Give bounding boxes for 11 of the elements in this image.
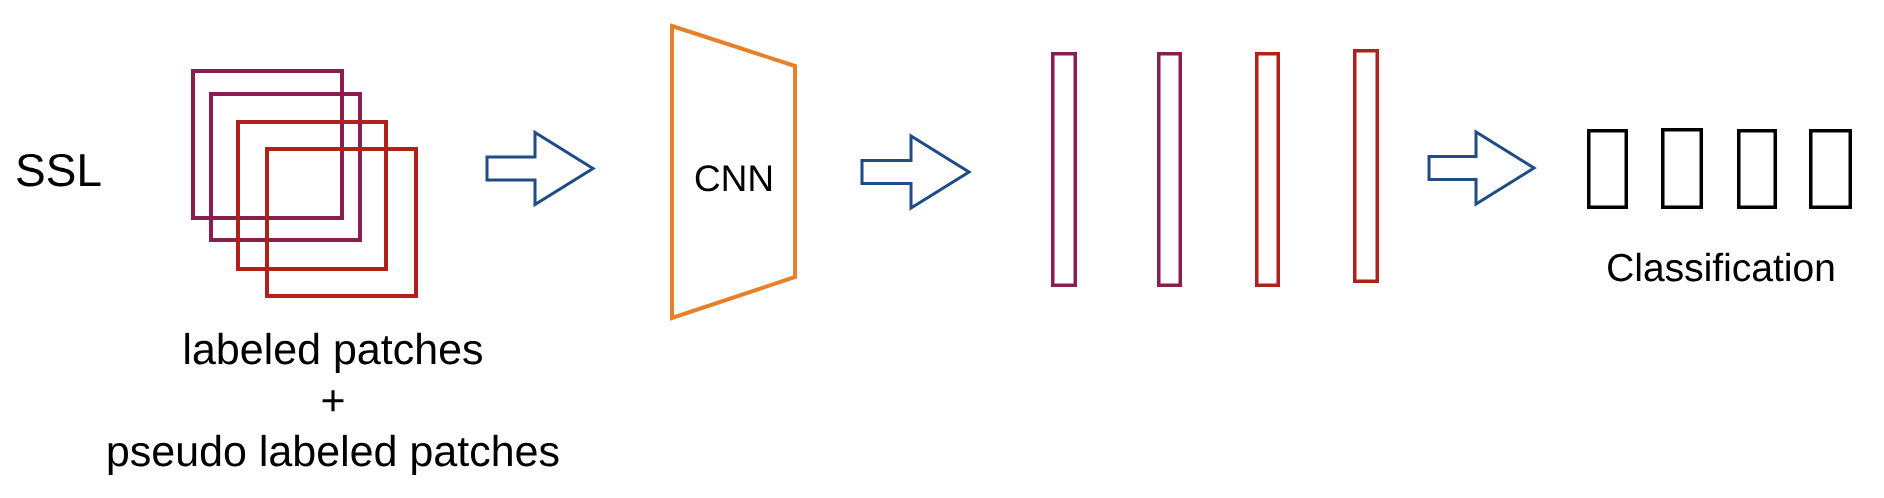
class-boxes-drawing (1587, 128, 1852, 209)
block-arrow (1427, 129, 1537, 207)
block-arrow (860, 133, 972, 211)
node-label: labeled patches (185, 332, 482, 373)
node-label: pseudo labeled patches (108, 434, 559, 475)
method-label: SSL (17, 153, 101, 187)
feature-vector-drawing (1051, 49, 1379, 287)
block-arrow (485, 129, 596, 208)
node-label: Classification (1608, 252, 1834, 282)
patch-stack-drawing (191, 69, 418, 298)
node-label: + (322, 390, 344, 412)
